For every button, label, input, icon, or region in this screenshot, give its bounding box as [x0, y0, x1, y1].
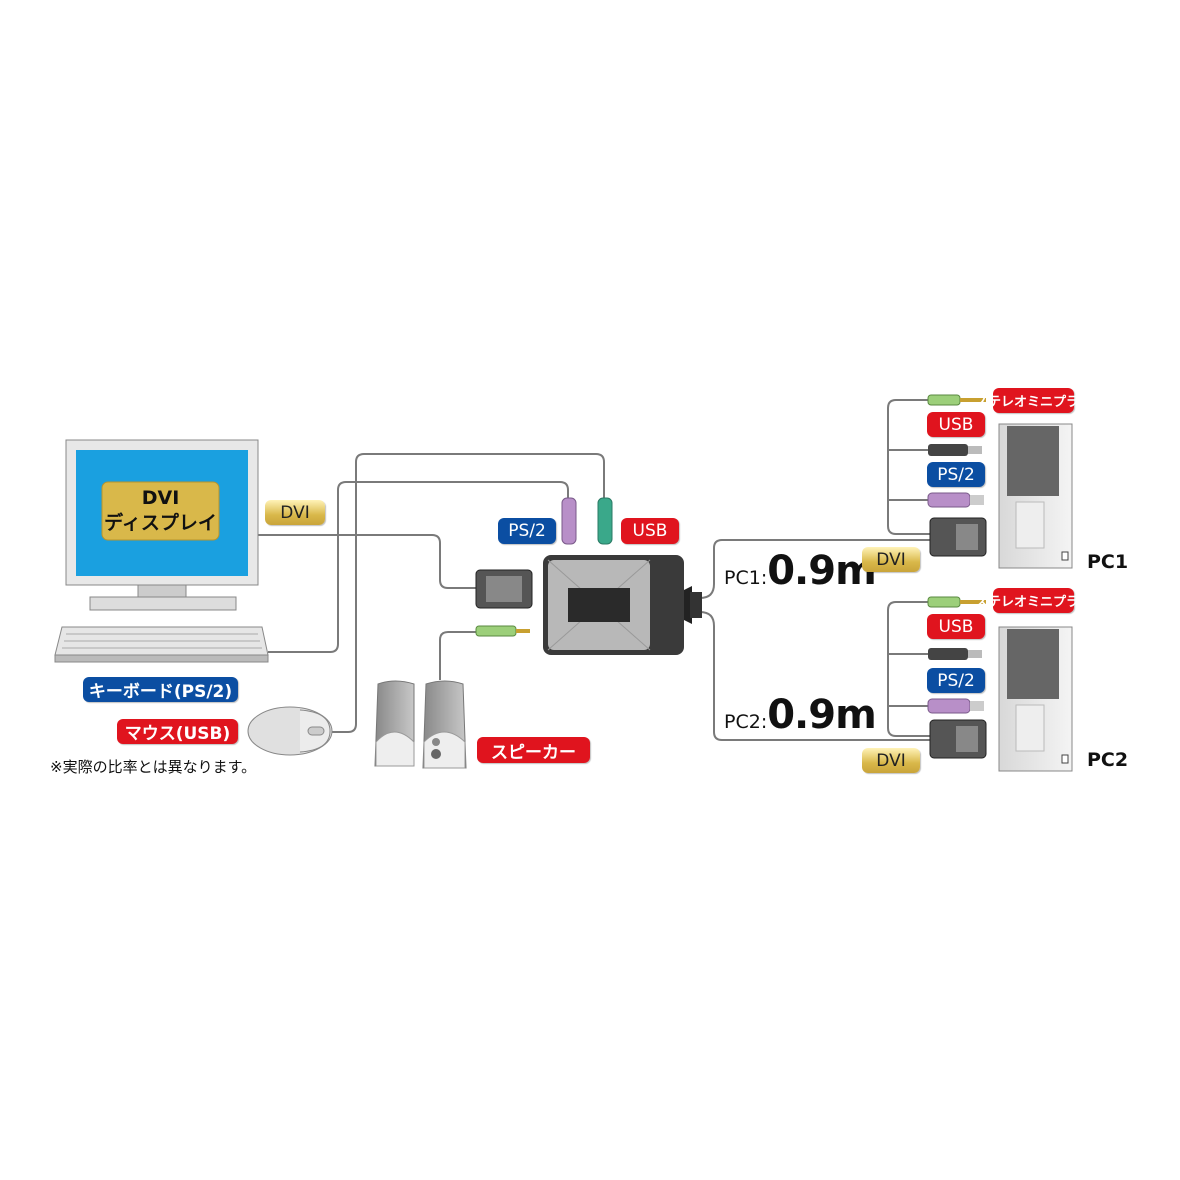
pc1-name: PC1: [1087, 551, 1129, 573]
pc2-ps2-label: PS/2: [927, 668, 985, 693]
pc1-dvi-label: DVI: [862, 547, 920, 572]
keyboard-illustration: [54, 626, 269, 663]
pc2-stereo-label: ステレオミニプラグ: [975, 588, 1092, 613]
pc1-prefix: PC1:: [724, 567, 768, 589]
badge-line-1: DVI: [141, 487, 180, 509]
pc2-tower: [998, 626, 1073, 772]
pc2-prefix: PC2:: [724, 711, 768, 733]
badge-line-2: ディスプレイ: [104, 512, 217, 534]
scale-note: ※実際の比率とは異なります。: [50, 758, 257, 776]
pc1-ps2-label: PS/2: [927, 462, 985, 487]
switch-side-connectors: [475, 497, 613, 637]
mouse-label: マウス(USB): [117, 719, 238, 744]
kvm-switch-illustration: [543, 555, 702, 655]
pc2-dvi-label: DVI: [862, 748, 920, 773]
pc1-usb-label: USB: [927, 412, 985, 437]
pc1-cable-length: PC1:0.9m: [724, 548, 877, 594]
usb-label: USB: [621, 518, 679, 544]
pc2-name: PC2: [1087, 749, 1129, 771]
pc2-length: 0.9m: [767, 692, 877, 738]
keyboard-label: キーボード(PS/2): [83, 677, 238, 702]
speakers-illustration: [374, 680, 467, 769]
cables: [258, 399, 930, 741]
dvi-display-illustration: [65, 439, 259, 611]
pc1-tower: [998, 423, 1073, 569]
pc1-length: 0.9m: [767, 548, 877, 594]
pc1-stereo-label: ステレオミニプラグ: [975, 388, 1092, 413]
mouse-illustration: [247, 706, 333, 756]
pc-side-connectors: [927, 394, 987, 759]
pc2-cable-length: PC2:0.9m: [724, 692, 877, 738]
dvi-display-badge: DVI ディスプレイ: [102, 486, 219, 536]
dvi-display-label: DVI: [265, 500, 325, 525]
speaker-label: スピーカー: [477, 737, 590, 763]
pc2-usb-label: USB: [927, 614, 985, 639]
ps2-label: PS/2: [498, 518, 556, 544]
